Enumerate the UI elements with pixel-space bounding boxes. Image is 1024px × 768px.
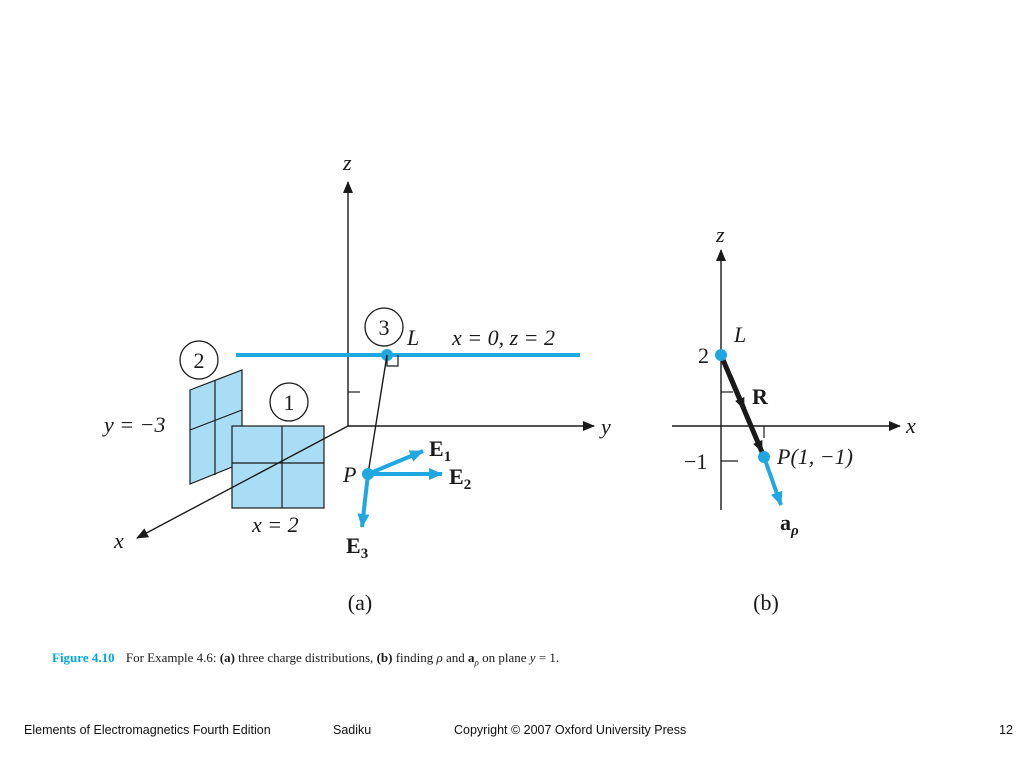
E2-label: E2: [449, 464, 471, 493]
footer-author: Sadiku: [333, 723, 372, 737]
footer-book-title: Elements of Electromagnetics Fourth Edit…: [24, 723, 271, 737]
z-axis-label-a: z: [342, 150, 352, 175]
vector-E1: [367, 449, 424, 476]
sheet-1-plane: [231, 425, 325, 509]
point-P-a: [362, 468, 374, 480]
figure-caption: Figure 4.10 For Example 4.6: (a) three c…: [52, 650, 559, 668]
tick-neg1-label: −1: [684, 449, 707, 474]
vector-E3: [357, 473, 370, 528]
vector-a-rho: [762, 456, 783, 506]
panel-b: z x L 2 −1 R P(1, −1) aρ (b): [672, 222, 916, 615]
line-equation: x = 0, z = 2: [451, 325, 555, 350]
circle-2-label: 2: [194, 348, 205, 373]
footer-copyright: Copyright © 2007 Oxford University Press: [454, 723, 687, 737]
vector-R-midarrow: [727, 375, 747, 410]
x-axis-label-b: x: [905, 413, 916, 438]
circle-3-label: 3: [379, 315, 390, 340]
circle-3: [364, 307, 404, 347]
x-axis-a: [136, 425, 349, 539]
E3-label: E3: [346, 533, 368, 562]
circle-1-label: 1: [284, 390, 295, 415]
caption-text-1: For Example 4.6:: [125, 650, 217, 665]
caption-rho: ρ: [436, 650, 443, 665]
caption-bold-b: (b): [376, 650, 393, 665]
plane-y-label: y = −3: [102, 412, 165, 437]
footer-page-number: 12: [999, 723, 1013, 737]
caption-text-4: and: [446, 650, 465, 665]
panel-a-label: (a): [348, 590, 372, 615]
caption-a-sub: ρ: [474, 657, 479, 668]
line-L-label-a: L: [406, 325, 419, 350]
perpendicular-line: [367, 354, 388, 475]
panel-a: 2 1 3 z y x L x = 0, z = 2 y = −3 x = 2 …: [102, 150, 611, 615]
caption-y-var: y: [529, 650, 536, 665]
a-rho-label: aρ: [780, 510, 799, 539]
caption-text-3: finding: [395, 650, 434, 665]
E1-label: E1: [429, 436, 451, 465]
circle-1: [269, 382, 309, 422]
panel-b-label: (b): [753, 590, 779, 615]
point-L-b: [715, 349, 727, 361]
caption-text-5: on plane: [482, 650, 527, 665]
caption-text-2: three charge distributions,: [238, 650, 374, 665]
caption-a-bold: a: [468, 650, 475, 665]
line-L-label-b: L: [733, 322, 746, 347]
plane-x-label: x = 2: [251, 512, 299, 537]
figure-4-10: 2 1 3 z y x L x = 0, z = 2 y = −3 x = 2 …: [102, 150, 916, 615]
point-P-label-a: P: [342, 462, 356, 487]
tick-2-label: 2: [698, 343, 709, 368]
x-axis-label-a: x: [113, 528, 124, 553]
circle-2: [179, 340, 219, 380]
z-axis-label-b: z: [715, 222, 725, 247]
caption-text-6: = 1.: [538, 650, 560, 665]
point-P-label-b: P(1, −1): [776, 444, 853, 469]
caption-figure-label: Figure 4.10: [52, 650, 115, 665]
right-angle-mark: [386, 355, 399, 367]
point-P-b: [758, 451, 770, 463]
y-axis-label-a: y: [599, 414, 611, 439]
caption-bold-a: (a): [219, 650, 235, 665]
R-label: R: [752, 384, 769, 409]
